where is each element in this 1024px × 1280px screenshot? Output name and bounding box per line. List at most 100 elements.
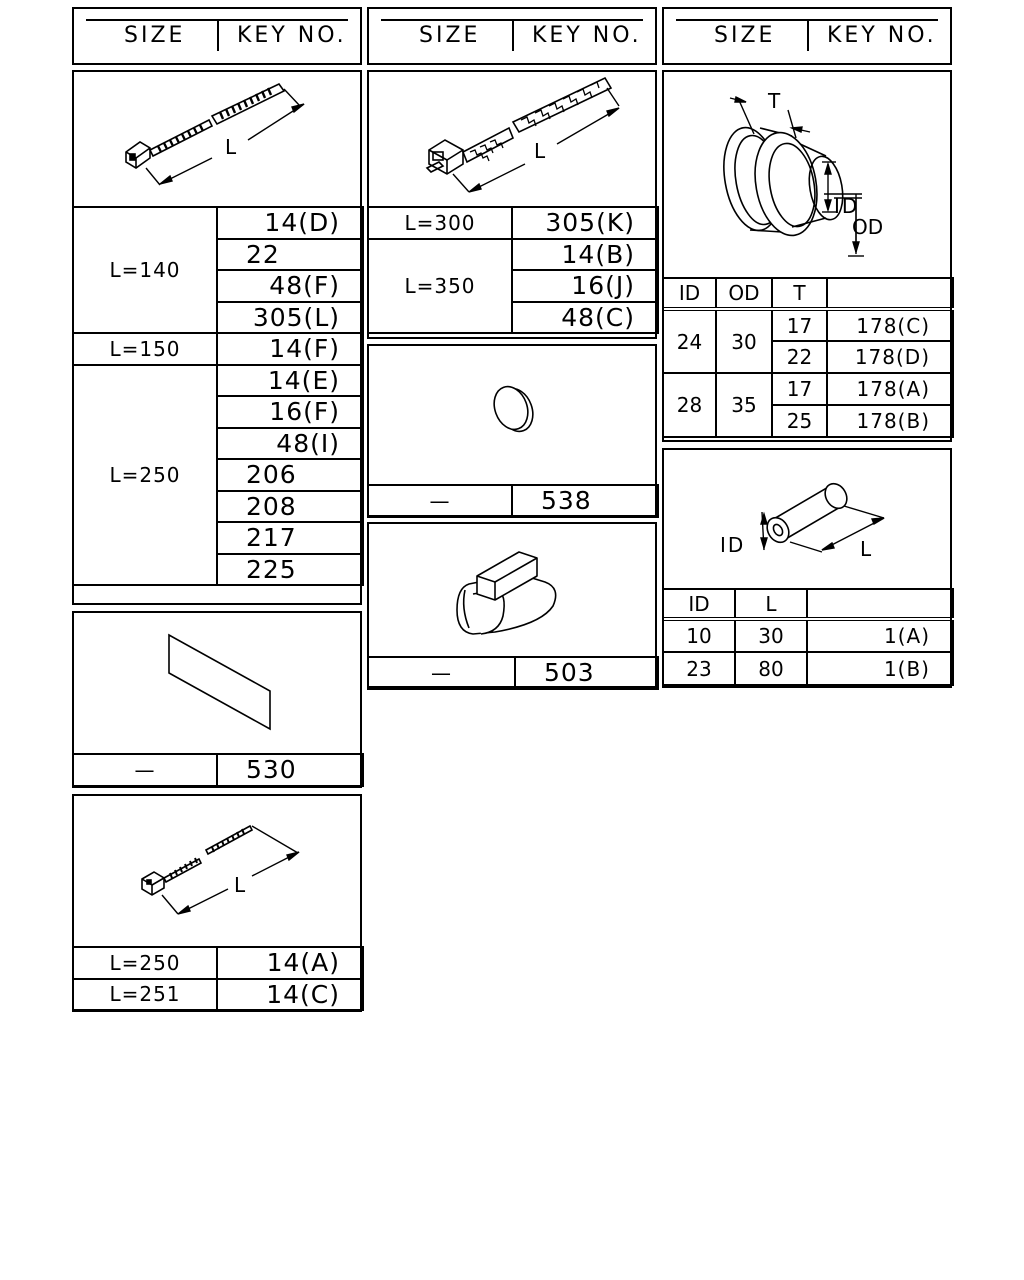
- key-no-header: KEY NO.: [237, 23, 347, 48]
- block-table: —503: [367, 656, 659, 690]
- header-col1: SIZE KEY NO.: [72, 7, 362, 65]
- key-no-cell: 14(D): [216, 206, 364, 240]
- tube-panel: ID L ID L 10 30 1(A) 23 80 1(B): [662, 448, 954, 688]
- key-no-cell: 178(B): [826, 404, 954, 438]
- key-no-cell: 48(C): [511, 300, 659, 334]
- id-cell: 28: [662, 372, 717, 438]
- id-cell: 10: [662, 618, 736, 653]
- key-no-cell: 503: [514, 656, 659, 690]
- table-header-row: ID OD T: [662, 277, 954, 310]
- grommet-panel: T ID OD ID OD T 24 30 17 178(C) 22 178(D…: [662, 70, 954, 442]
- key-no-cell: 14(C): [216, 977, 364, 1011]
- header-rule: [86, 19, 348, 21]
- key-no-cell: 178(A): [826, 372, 954, 406]
- key-no-cell: 14(F): [216, 332, 364, 366]
- header-key: [826, 277, 954, 310]
- size-cell: L=350: [367, 237, 513, 334]
- key-no-cell: 178(C): [826, 308, 954, 342]
- key-no-cell: 16(F): [216, 395, 364, 429]
- t-cell: 22: [771, 340, 828, 374]
- key-no-cell: 1(A): [806, 618, 954, 653]
- header-divider: [807, 21, 809, 51]
- table-row: 217: [73, 521, 364, 555]
- cable-tie-small-drawing: L: [141, 824, 300, 915]
- od-cell: 30: [715, 308, 773, 374]
- size-cell: L=300: [367, 206, 513, 240]
- table-row: 16(J): [368, 269, 659, 303]
- key-no-cell: 48(F): [216, 269, 364, 303]
- l-cell: 80: [734, 651, 808, 686]
- key-no-cell: 538: [511, 484, 659, 518]
- key-no-cell: 208: [216, 489, 364, 523]
- header-divider: [217, 21, 219, 51]
- key-no-cell: 16(J): [511, 269, 659, 303]
- table-row: —503: [367, 656, 659, 690]
- block-drawing: [456, 551, 557, 635]
- header-col3: SIZE KEY NO.: [662, 7, 952, 65]
- header-od: OD: [715, 277, 773, 310]
- size-header: SIZE: [124, 23, 186, 48]
- id-cell: 24: [662, 308, 717, 374]
- size-cell: L=250: [72, 946, 218, 980]
- table-row: 22 178(D): [663, 340, 954, 374]
- size-header: SIZE: [714, 23, 776, 48]
- size-cell: L=140: [72, 206, 218, 334]
- cable-tie-wide-drawing: L: [425, 76, 620, 193]
- dimension-t-label: T: [767, 89, 781, 113]
- key-no-cell: 22: [216, 237, 364, 271]
- t-cell: 17: [771, 308, 828, 342]
- dimension-l-label: L: [534, 139, 546, 163]
- size-cell: L=150: [72, 332, 218, 366]
- table-row: 22: [73, 237, 364, 271]
- header-id: ID: [662, 277, 717, 310]
- dimension-id-label: ID: [720, 533, 745, 557]
- table-row: 225: [73, 552, 364, 586]
- key-no-cell: 14(B): [511, 237, 659, 271]
- cable-tie-large-drawing: L: [125, 82, 305, 186]
- size-cell: L=251: [72, 977, 218, 1011]
- t-cell: 25: [771, 404, 828, 438]
- grommet-table: ID OD T 24 30 17 178(C) 22 178(D) 28 35 …: [662, 277, 954, 438]
- disc-drawing: [493, 385, 534, 433]
- table-row: 48(F): [73, 269, 364, 303]
- key-no-cell: 1(B): [806, 651, 954, 686]
- dimension-l-label: L: [234, 873, 246, 897]
- key-no-cell: 48(I): [216, 426, 364, 460]
- header-t: T: [771, 277, 828, 310]
- size-cell: —: [367, 656, 516, 690]
- table-row: —530: [72, 753, 364, 787]
- key-no-cell: 305(L): [216, 300, 364, 334]
- key-no-cell: 178(D): [826, 340, 954, 374]
- header-col2: SIZE KEY NO.: [367, 7, 657, 65]
- header-divider: [512, 21, 514, 51]
- key-no-cell: 530: [216, 753, 364, 787]
- key-no-header: KEY NO.: [532, 23, 642, 48]
- od-cell: 35: [715, 372, 773, 438]
- tube-drawing: ID L: [720, 482, 885, 561]
- id-cell: 23: [662, 651, 736, 686]
- table-row: 48(C): [368, 300, 659, 334]
- tube-table: ID L 10 30 1(A) 23 80 1(B): [662, 588, 954, 686]
- dimension-l-label: L: [225, 135, 237, 159]
- block-panel: —503: [367, 522, 659, 690]
- table-header-row: ID L: [662, 588, 954, 620]
- key-no-cell: 217: [216, 521, 364, 555]
- header-rule: [676, 19, 938, 21]
- table-row: 24 30 17 178(C): [662, 308, 954, 374]
- dimension-id-label: ID: [834, 194, 859, 218]
- key-no-cell: 225: [216, 552, 364, 586]
- key-no-header: KEY NO.: [827, 23, 937, 48]
- key-no-cell: 14(E): [216, 363, 364, 397]
- dimension-od-label: OD: [852, 215, 883, 239]
- header-rule: [381, 19, 643, 21]
- table-row: 28 35 17 178(A): [662, 372, 954, 438]
